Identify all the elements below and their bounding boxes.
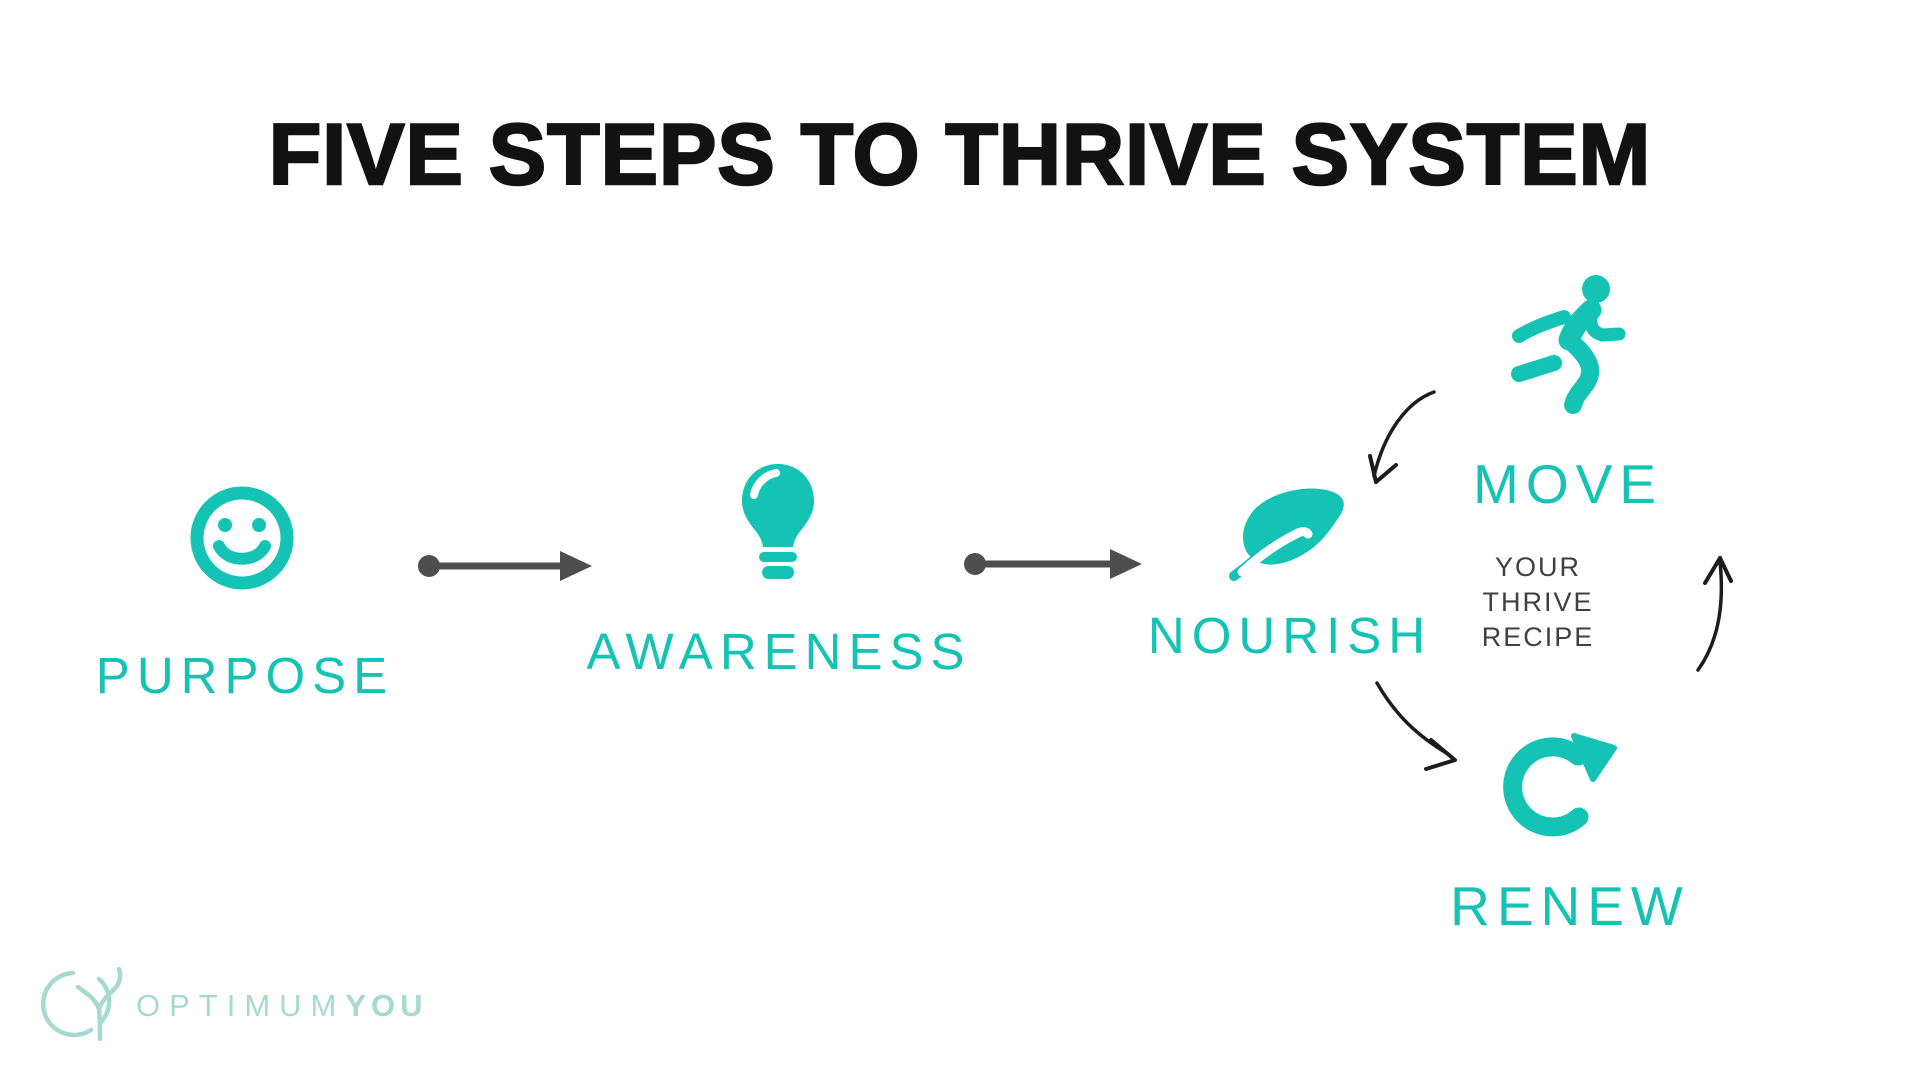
- lightbulb-icon: [733, 460, 823, 584]
- refresh-cycle-icon: [1502, 726, 1620, 844]
- curved-arrow-nourish-to-renew-icon: [1370, 676, 1470, 776]
- brand-name-bold: YOU: [345, 988, 428, 1023]
- cycle-label-line1: YOUR: [1494, 552, 1581, 582]
- step-label-nourish: NOURISH: [1147, 607, 1433, 664]
- running-person-icon: [1506, 270, 1630, 414]
- curved-arrow-move-to-nourish-icon: [1358, 386, 1448, 494]
- cycle-label-line2: THRIVE: [1482, 587, 1594, 617]
- brand-name-light: OPTIMUM: [136, 988, 346, 1023]
- step-label-renew: RENEW: [1450, 875, 1690, 937]
- step-label-awareness: AWARENESS: [586, 623, 972, 680]
- curved-arrow-renew-to-move-icon: [1686, 548, 1742, 676]
- step-label-purpose: PURPOSE: [95, 647, 395, 704]
- arrow-awareness-to-nourish-icon: [962, 541, 1146, 587]
- leaf-icon: [1226, 481, 1356, 581]
- step-label-move: MOVE: [1473, 453, 1663, 515]
- cycle-label-line3: RECIPE: [1481, 622, 1595, 652]
- optimumyou-tree-logo-icon: [40, 962, 124, 1046]
- page-title: FIVE STEPS TO THRIVE SYSTEM: [267, 107, 1652, 203]
- smiley-face-icon: [190, 486, 294, 590]
- arrow-purpose-to-awareness-icon: [416, 543, 596, 589]
- cycle-center-label: YOUR THRIVE RECIPE: [1438, 550, 1638, 655]
